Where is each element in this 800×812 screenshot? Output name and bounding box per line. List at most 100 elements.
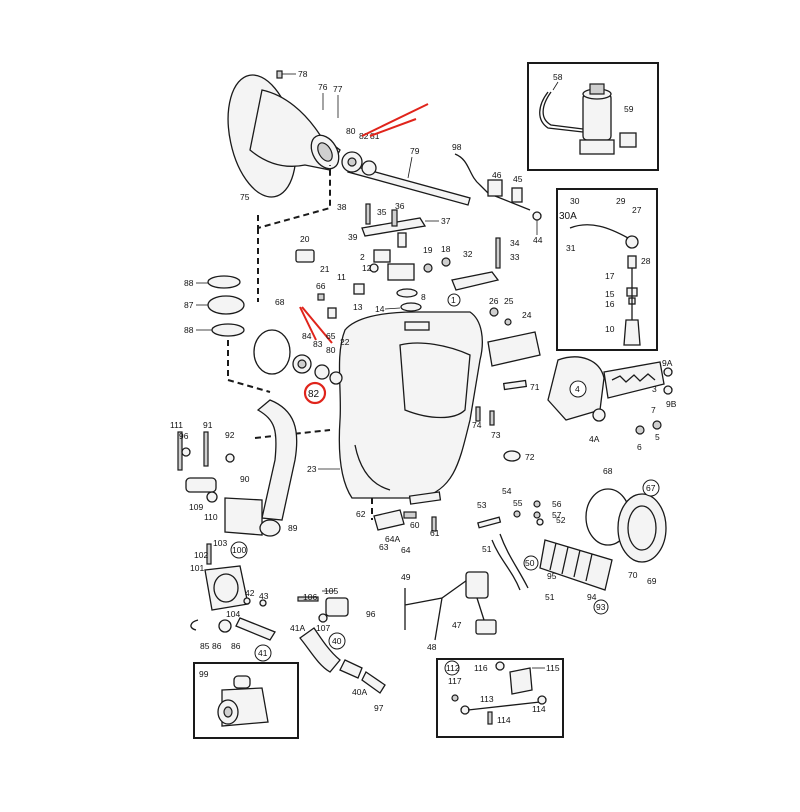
label-115: 115 xyxy=(546,663,560,673)
shift-actuator xyxy=(547,356,673,435)
label-68-left: 68 xyxy=(275,297,285,307)
label-71: 71 xyxy=(530,382,540,392)
label-111: 111 xyxy=(170,420,183,430)
label-106: 106 xyxy=(303,592,317,602)
label-8: 8 xyxy=(421,292,426,302)
label-37: 37 xyxy=(441,216,451,226)
label-101: 101 xyxy=(190,563,204,573)
label-67: 67 xyxy=(646,483,656,493)
label-89: 89 xyxy=(288,523,298,533)
valve-inset-box xyxy=(556,188,658,351)
label-35: 35 xyxy=(377,207,387,217)
label-51-left: 51 xyxy=(482,544,492,554)
bellows-and-flange xyxy=(539,488,667,591)
label-86-b: 86 xyxy=(231,641,241,651)
label-69: 69 xyxy=(647,576,657,586)
label-17: 17 xyxy=(605,271,615,281)
wiring-harness xyxy=(404,571,497,641)
label-114-left: 114 xyxy=(497,715,511,725)
label-49: 49 xyxy=(401,572,411,582)
label-9b: 9B xyxy=(666,399,677,409)
label-48: 48 xyxy=(427,642,437,652)
red-pointer-arrows-top xyxy=(361,103,429,137)
label-79: 79 xyxy=(410,146,420,156)
label-34: 34 xyxy=(510,238,520,248)
label-7: 7 xyxy=(651,405,656,415)
label-41: 41 xyxy=(258,648,268,658)
label-39: 39 xyxy=(348,232,358,242)
label-33: 33 xyxy=(510,252,520,262)
label-72: 72 xyxy=(525,452,535,462)
label-87: 87 xyxy=(184,300,194,310)
label-113: 113 xyxy=(480,694,494,704)
label-56: 56 xyxy=(552,499,562,509)
label-82-highlighted: 82 xyxy=(308,389,320,400)
red-pointer-arrows-mid xyxy=(299,306,333,344)
pump-inset-box xyxy=(527,62,659,171)
label-25: 25 xyxy=(504,296,514,306)
inset-box-112 xyxy=(436,658,564,738)
label-98: 98 xyxy=(452,142,462,152)
reservoir-99 xyxy=(217,675,269,727)
label-13: 13 xyxy=(353,302,363,312)
label-51-right: 51 xyxy=(545,592,555,602)
lever-assembly xyxy=(361,203,427,248)
valve-assembly xyxy=(569,224,641,346)
label-40: 40 xyxy=(332,636,342,646)
label-50: 50 xyxy=(525,558,535,568)
dashed-leader-clamp xyxy=(227,340,271,393)
label-47: 47 xyxy=(452,620,462,630)
label-76: 76 xyxy=(318,82,328,92)
label-20: 20 xyxy=(300,234,310,244)
inset-box-99 xyxy=(193,662,299,739)
label-19: 19 xyxy=(423,245,433,255)
label-61: 61 xyxy=(430,528,440,538)
label-21: 21 xyxy=(320,264,330,274)
label-91: 91 xyxy=(203,420,213,430)
label-32: 32 xyxy=(463,249,473,259)
lever-32 xyxy=(451,237,501,291)
label-3: 3 xyxy=(652,384,657,394)
label-114-right: 114 xyxy=(532,704,546,714)
label-4: 4 xyxy=(575,384,580,394)
label-55: 55 xyxy=(513,498,523,508)
label-66: 66 xyxy=(316,281,326,291)
label-44: 44 xyxy=(533,235,543,245)
label-86-a: 86 xyxy=(212,641,222,651)
label-52: 52 xyxy=(556,515,566,525)
label-75: 75 xyxy=(240,192,250,202)
label-74: 74 xyxy=(472,420,482,430)
label-22: 22 xyxy=(340,337,350,347)
label-36: 36 xyxy=(395,201,405,211)
label-92: 92 xyxy=(225,430,235,440)
label-43: 43 xyxy=(259,591,269,601)
label-62: 62 xyxy=(356,509,366,519)
pump-assembly xyxy=(539,83,637,155)
label-16: 16 xyxy=(605,299,615,309)
label-93: 93 xyxy=(596,602,606,612)
label-103: 103 xyxy=(213,538,227,548)
label-84: 84 xyxy=(302,331,312,341)
label-73: 73 xyxy=(491,430,501,440)
label-15: 15 xyxy=(605,289,615,299)
hose-40 xyxy=(297,596,386,694)
label-63: 63 xyxy=(379,542,389,552)
label-14: 14 xyxy=(375,304,385,314)
bearing-set xyxy=(292,354,343,385)
label-88-bottom: 88 xyxy=(184,325,194,335)
cable-98 xyxy=(454,153,491,196)
label-9a: 9A xyxy=(662,358,673,368)
label-58: 58 xyxy=(553,72,563,82)
label-102: 102 xyxy=(194,550,208,560)
label-27: 27 xyxy=(632,205,642,215)
label-12: 12 xyxy=(362,263,372,273)
label-31: 31 xyxy=(566,243,576,253)
label-1: 1 xyxy=(451,295,456,305)
main-housing xyxy=(338,311,483,499)
label-42: 42 xyxy=(245,588,255,598)
dashed-leader-mid xyxy=(254,429,331,439)
label-64: 64 xyxy=(401,545,411,555)
highlight-circle-82 xyxy=(303,381,327,405)
